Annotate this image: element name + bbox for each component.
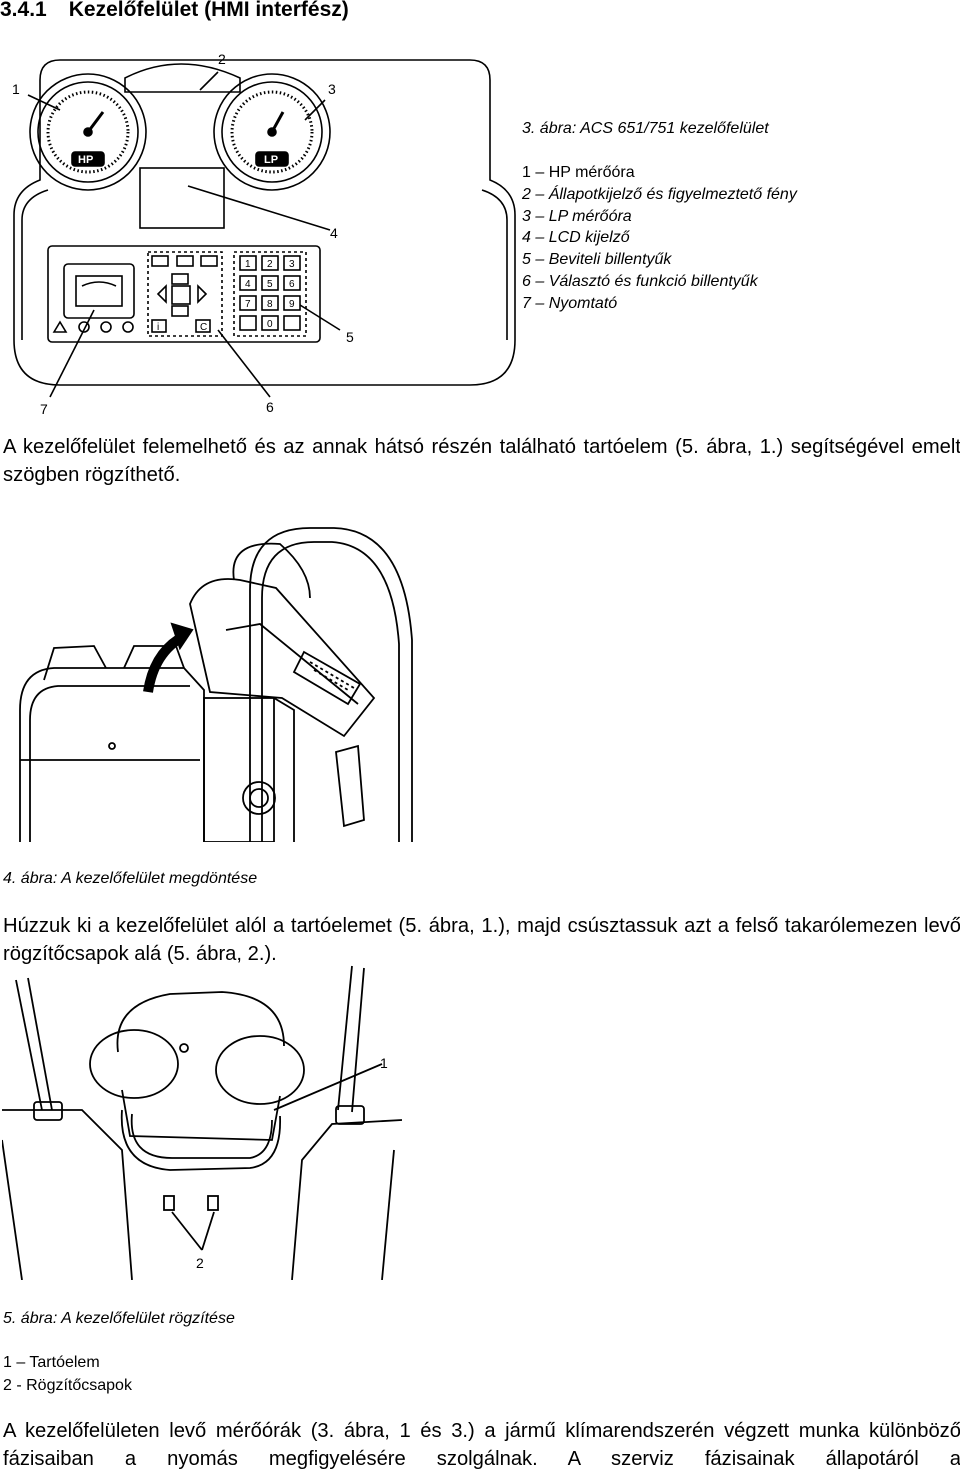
key-9: 9 [289,299,295,310]
figure-5-fixing-drawing: 1 2 [2,965,402,1280]
key-i: i [157,322,159,333]
figure-4-caption: 4. ábra: A kezelőfelület megdöntése [3,870,258,887]
keypad-labels: 1 2 3 4 5 6 7 8 9 0 C i [157,259,295,333]
key-5: 5 [267,279,273,290]
callout-7: 7 [40,401,48,417]
figure-4-tilt-drawing [19,527,413,842]
legend-item: 1 – HP mérőóra [522,164,635,181]
key-0: 0 [267,319,273,330]
legend-item: 2 – Állapotkijelző és figyelmeztető fény [522,185,797,203]
callout-6: 6 [266,399,274,415]
key-4: 4 [245,279,251,290]
legend-item: 5 – Beviteli billentyűk [522,251,672,269]
figure-3-caption: 3. ábra: ACS 651/751 kezelőfelület [522,120,769,137]
hp-gauge-label: HP [78,154,93,166]
key-c: C [200,322,207,333]
key-8: 8 [267,299,273,310]
callout-3: 3 [328,81,336,97]
paragraph-3: A kezelőfelületen levő mérőórák (3. ábra… [3,1420,960,1470]
figure-5-legend: 1 – Tartóelem 2 - Rögzítőcsapok [3,1352,132,1397]
legend-item: 4 – LCD kijelző [522,229,630,247]
paragraph-2: Húzzuk ki a kezelőfelület alól a tartóel… [3,915,960,965]
key-3: 3 [289,259,295,270]
figure-5-caption: 5. ábra: A kezelőfelület rögzítése [3,1310,235,1327]
key-1: 1 [245,259,251,270]
section-heading: 3.4.1 Kezelőfelület (HMI interfész) [0,0,349,22]
paragraph-1: A kezelőfelület felemelhető és az annak … [3,436,960,486]
key-2: 2 [267,259,273,270]
key-7: 7 [245,299,251,310]
callout-5: 5 [346,329,354,345]
section-title: Kezelőfelület (HMI interfész) [68,0,349,21]
legend-item: 6 – Választó és funkció billentyűk [522,272,758,290]
legend-item: 1 – Tartóelem [3,1354,100,1371]
figure-5-callout-2: 2 [196,1255,204,1271]
legend-item: 7 – Nyomtató [522,294,618,312]
figure-3-legend: 1 – HP mérőóra 2 – Állapotkijelző és fig… [522,162,797,315]
callout-2: 2 [218,51,226,67]
legend-item: 2 - Rögzítőcsapok [3,1376,132,1394]
figure-3-panel-drawing: 1 2 3 4 5 6 7 HP LP 1 2 3 4 5 6 7 8 9 0 … [12,51,516,417]
callout-4: 4 [330,225,338,241]
callout-1: 1 [12,81,20,97]
legend-item: 3 – LP mérőóra [522,207,632,225]
lp-gauge-label: LP [264,154,278,166]
section-number: 3.4.1 [0,0,47,21]
figure-5-callout-1: 1 [380,1055,388,1071]
key-6: 6 [289,279,295,290]
